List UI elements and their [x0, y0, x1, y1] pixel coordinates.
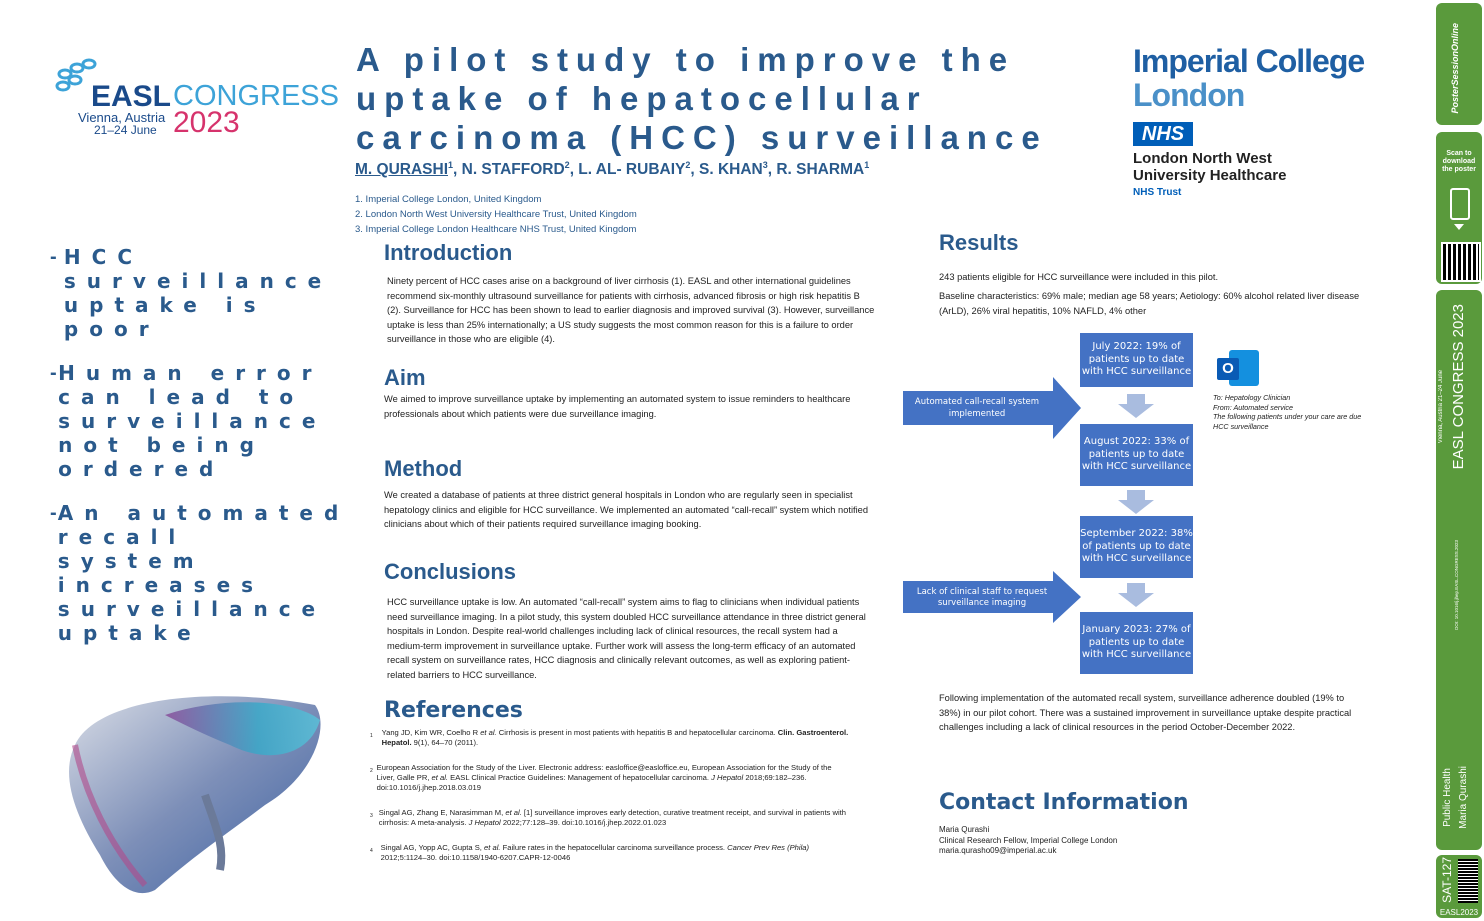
event-label-2: Lack of clinical staff to request survei…: [916, 587, 1048, 608]
references-heading: References: [384, 698, 523, 723]
congress-location: Vienna, Austria: [78, 110, 166, 125]
contact-info: Maria Qurashi Clinical Research Fellow, …: [939, 825, 1117, 857]
sidebar-info-panel: EASL CONGRESS 2023 Vienna, Austria 21–24…: [1436, 290, 1482, 850]
author-list: M. QURASHI1, N. STAFFORD2, L. AL- RUBAIY…: [355, 160, 870, 179]
author: , N. STAFFORD: [453, 161, 565, 179]
affiliation: 1. Imperial College London, United Kingd…: [355, 194, 542, 205]
phone-icon: [1450, 188, 1470, 220]
sidebar-code-panel: SAT-127 EASL2023: [1436, 855, 1482, 918]
affiliations: 1. Imperial College London, United Kingd…: [355, 192, 637, 237]
key-points: -HCC surveillance uptake is poor -Human …: [50, 245, 350, 665]
poster-title: A pilot study to improve the uptake of h…: [356, 41, 1048, 156]
flow-arrow: [1118, 490, 1154, 514]
imperial-logo: Imperial College London: [1133, 43, 1365, 113]
poster-tag: EASL2023: [1439, 908, 1479, 917]
barcode-icon: [1458, 859, 1478, 903]
event-arrow-2-shape: [903, 571, 1081, 623]
affiliation: 3. Imperial College London Healthcare NH…: [355, 224, 637, 235]
sidebar-congress: EASL CONGRESS 2023: [1450, 304, 1467, 470]
event-label-1: Automated call-recall system implemented: [914, 397, 1040, 419]
results-heading: Results: [939, 230, 1019, 255]
nhs-logo: NHS: [1133, 122, 1193, 146]
aim-text: We aimed to improve surveillance uptake …: [384, 394, 851, 419]
congress-dates: 21–24 June: [94, 123, 157, 137]
congress-word: CONGRESS: [173, 80, 339, 112]
author-first: M. QURASHI: [355, 161, 448, 179]
author: , L. AL- RUBAIY: [569, 161, 686, 179]
email-notice: To: Hepatology Clinician From: Automated…: [1213, 393, 1362, 431]
flow-box-july: July 2022: 19% of patients up to date wi…: [1080, 333, 1193, 387]
easl-logo-mark-icon: [55, 58, 97, 92]
contact-email[interactable]: maria.qurasho09@imperial.ac.uk: [939, 846, 1057, 855]
qr-code-icon[interactable]: [1441, 242, 1481, 282]
flow-box-august: August 2022: 33% of patients up to date …: [1080, 424, 1193, 486]
trust-sub: NHS Trust: [1133, 187, 1182, 198]
event-arrow-1-shape: [903, 377, 1081, 439]
easl-logo: EASL CONGRESS Vienna, Austria 21–24 June…: [55, 58, 339, 139]
contact-name: Maria Qurashi: [939, 825, 990, 834]
introduction-heading: Introduction: [384, 240, 513, 265]
flow-arrow: [1118, 394, 1154, 418]
flow-box-september: September 2022: 38% of patients up to da…: [1080, 516, 1193, 578]
flow-box-january: January 2023: 27% of patients up to date…: [1080, 612, 1193, 674]
key-point: -Human error can lead to surveillance no…: [50, 361, 327, 481]
contact-role: Clinical Research Fellow, Imperial Colle…: [939, 835, 1118, 845]
scan-label: Scan to download the poster: [1442, 150, 1476, 173]
sidebar-scan-panel[interactable]: Scan to download the poster: [1436, 132, 1482, 284]
method-text: We created a database of patients at thr…: [384, 490, 869, 529]
poster-code: SAT-127: [1440, 857, 1454, 903]
key-point: -HCC surveillance uptake is poor: [50, 245, 333, 341]
aim-heading: Aim: [384, 365, 426, 390]
sidebar-doi: DOI: 10.1016/j.jhep.EASL.CONGRESS.2023: [1454, 540, 1459, 630]
sidebar-congress-sub: Vienna, Austria 21–24 June: [1438, 370, 1444, 444]
author: , R. SHARMA: [767, 161, 865, 179]
down-arrow-icon: [1454, 224, 1464, 230]
easl-wordmark: EASL: [91, 80, 172, 113]
results-text-1: 243 patients eligible for HCC surveillan…: [939, 272, 1219, 282]
author: , S. KHAN: [690, 161, 763, 179]
sidebar-brand-panel: PosterSessionOnline: [1436, 3, 1482, 125]
key-point: -An automated recall system increases su…: [50, 501, 350, 645]
results-summary: Following implementation of the automate…: [939, 693, 1352, 732]
results-text-2: Baseline characteristics: 69% male; medi…: [939, 291, 1360, 316]
brand-label: PosterSessionOnline: [1450, 23, 1460, 114]
conclusions-text: HCC surveillance uptake is low. An autom…: [387, 597, 866, 680]
contact-heading: Contact Information: [939, 790, 1189, 815]
conclusions-heading: Conclusions: [384, 559, 517, 584]
sidebar-topic: Public Health: [1442, 768, 1453, 827]
method-heading: Method: [384, 456, 463, 481]
congress-year: 2023: [173, 106, 240, 139]
sidebar-author: Maria Qurashi: [1458, 766, 1469, 829]
trust-name: London North West University Healthcare: [1133, 150, 1287, 184]
outlook-icon: O: [1217, 350, 1259, 387]
liver-illustration: [69, 696, 321, 894]
introduction-text: Ninety percent of HCC cases arise on a b…: [387, 276, 875, 344]
affiliation: 2. London North West University Healthca…: [355, 209, 637, 220]
flow-arrow: [1118, 583, 1154, 607]
